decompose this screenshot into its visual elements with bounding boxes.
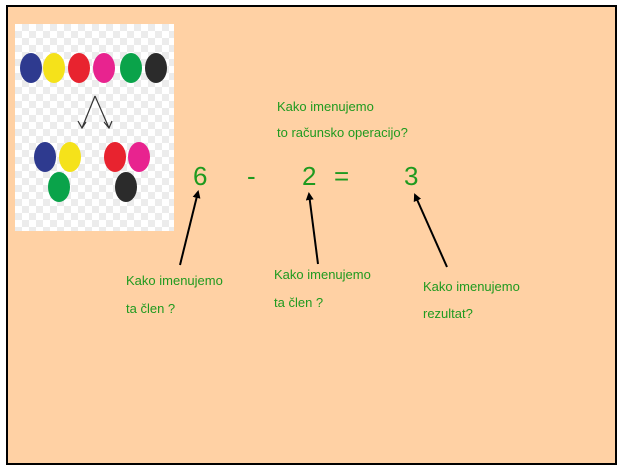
ball-top-4 [93, 53, 115, 83]
ball-top-3 [68, 53, 90, 83]
arrow-to-result [413, 193, 448, 268]
ball-right-1 [104, 142, 126, 172]
second-term-label-2: ta člen ? [274, 295, 324, 310]
second-number: 2 [302, 161, 317, 191]
arrow-to-first [179, 190, 201, 266]
result-label-1: Kako imenujemo [423, 279, 520, 294]
first-term-label-1: Kako imenujemo [126, 273, 223, 288]
result-label-2: rezultat? [423, 306, 473, 321]
minus-sign: - [247, 161, 256, 191]
first-number: 6 [193, 161, 208, 191]
split-arrows [77, 95, 113, 130]
ball-right-2 [128, 142, 150, 172]
ball-top-2 [43, 53, 65, 83]
result-number: 3 [404, 161, 419, 191]
ball-left-2 [59, 142, 81, 172]
balls-drawing [20, 53, 167, 202]
ball-top-5 [120, 53, 142, 83]
ball-left-1 [34, 142, 56, 172]
balls-illustration [15, 24, 174, 231]
ball-top-1 [20, 53, 42, 83]
second-term-label-1: Kako imenujemo [274, 267, 371, 282]
question-line-2: to računsko operacijo? [277, 125, 408, 140]
ball-right-3 [115, 172, 137, 202]
first-term-label-2: ta člen ? [126, 301, 176, 316]
arrow-to-second [305, 192, 319, 265]
ball-top-6 [145, 53, 167, 83]
ball-left-3 [48, 172, 70, 202]
question-line-1: Kako imenujemo [277, 99, 374, 114]
equals-sign: = [334, 161, 350, 191]
